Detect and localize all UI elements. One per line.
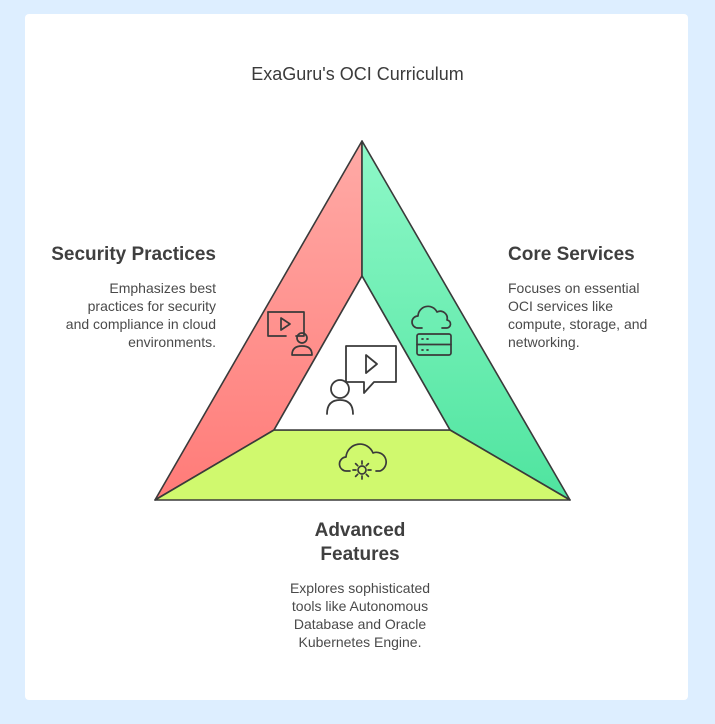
core-description: Focuses on essential OCI services like c… <box>508 279 683 351</box>
security-desc-line: Emphasizes best <box>109 280 216 296</box>
advanced-desc-line: Kubernetes Engine. <box>298 634 422 650</box>
advanced-heading-line: Advanced <box>314 520 406 541</box>
security-heading: Security Practices <box>51 244 216 265</box>
security-description: Emphasizes best practices for security a… <box>30 279 216 351</box>
page-title: ExaGuru's OCI Curriculum <box>251 64 464 84</box>
video-user-icon <box>267 311 313 356</box>
core-desc-line: OCI services like <box>508 298 614 314</box>
security-desc-line: and compliance in cloud <box>65 316 216 332</box>
video-presenter-icon <box>326 345 397 415</box>
security-desc-line: practices for security <box>87 298 216 314</box>
inner-triangle <box>273 275 451 431</box>
core-desc-line: Focuses on essential <box>508 280 640 296</box>
core-desc-line: compute, storage, and <box>508 316 648 332</box>
advanced-heading-line: Features <box>320 544 400 565</box>
security-desc-line: environments. <box>128 334 216 350</box>
advanced-desc-line: tools like Autonomous <box>291 598 429 614</box>
core-heading: Core Services <box>508 244 635 265</box>
advanced-desc-line: Database and Oracle <box>293 616 427 632</box>
cloud-server-icon <box>411 305 452 356</box>
core-desc-line: networking. <box>508 334 580 350</box>
advanced-description: Explores sophisticated tools like Autono… <box>250 579 470 651</box>
advanced-desc-line: Explores sophisticated <box>289 580 431 596</box>
advanced-heading: Advanced Features <box>260 519 460 567</box>
cloud-gear-icon <box>338 443 387 480</box>
